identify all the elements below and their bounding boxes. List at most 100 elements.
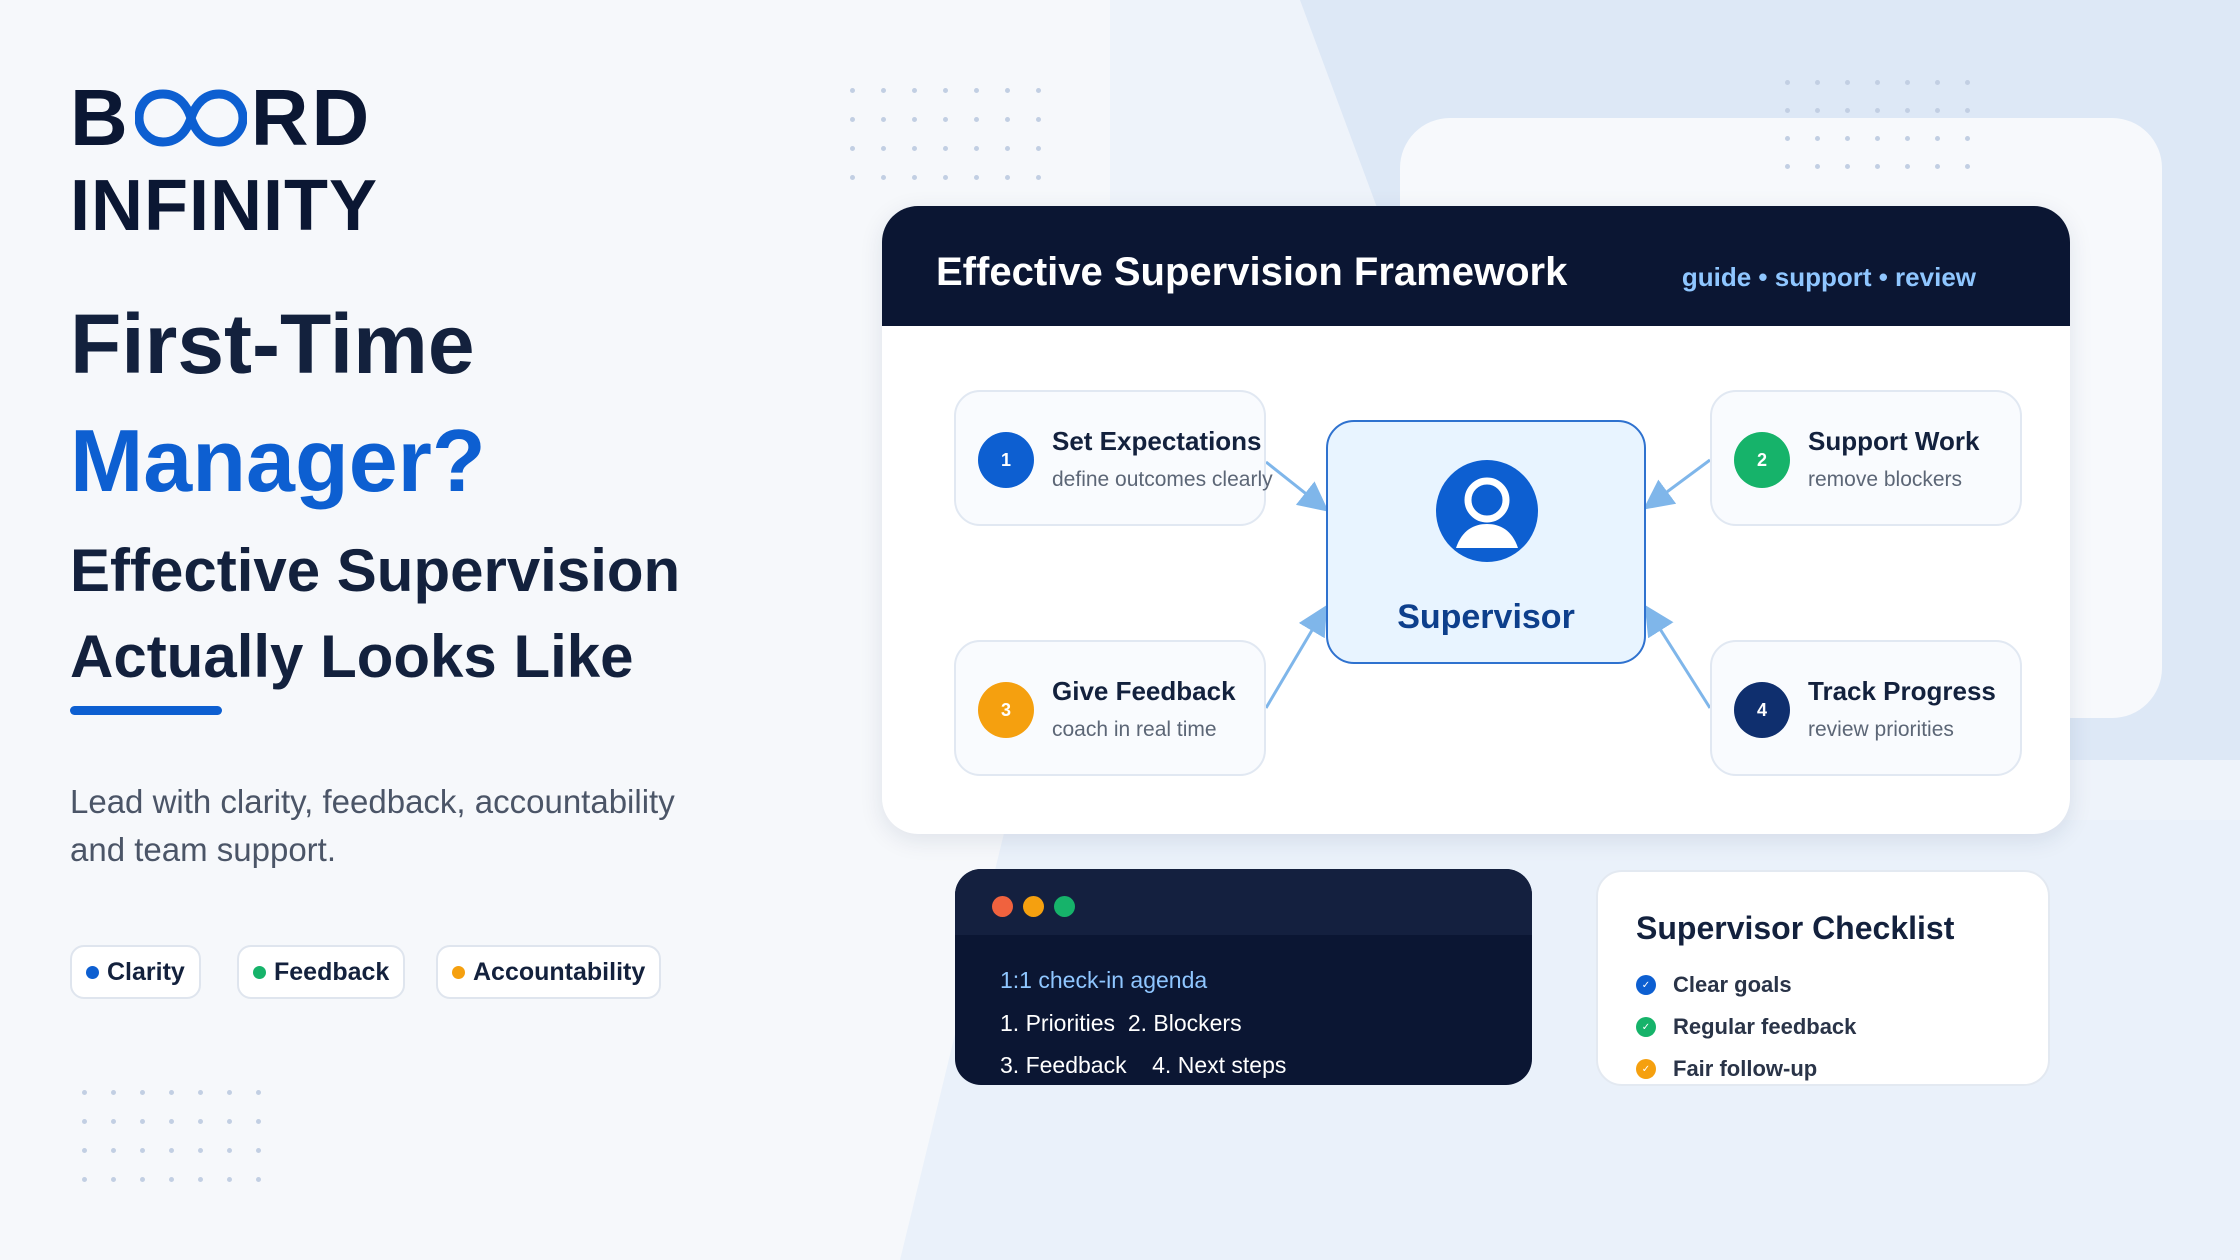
headline-subtitle: Effective Supervision Actually Looks Lik… <box>70 528 710 700</box>
dot <box>850 146 855 151</box>
dot <box>974 175 979 180</box>
pill-feedback: Feedback <box>237 945 406 999</box>
user-avatar-icon <box>1436 460 1538 562</box>
dot <box>140 1148 145 1153</box>
dot <box>140 1090 145 1095</box>
dot <box>1875 108 1880 113</box>
dot <box>256 1090 261 1095</box>
dot <box>256 1148 261 1153</box>
dot <box>1785 80 1790 85</box>
dot <box>1905 136 1910 141</box>
dot <box>82 1090 87 1095</box>
dot <box>850 175 855 180</box>
agenda-heading: 1:1 check-in agenda <box>1000 967 1208 993</box>
step-set-expectations: 1 Set Expectations define outcomes clear… <box>954 390 1273 526</box>
dot <box>1875 80 1880 85</box>
step-give-feedback: 3 Give Feedback coach in real time <box>954 640 1266 776</box>
pill-label: Feedback <box>274 957 390 986</box>
connector-arrows <box>1264 458 1712 709</box>
headline-manager: Manager? <box>70 411 486 510</box>
dot <box>256 1177 261 1182</box>
check-icon: ✓ <box>1636 975 1656 995</box>
pill-dot-icon <box>253 965 266 979</box>
dot <box>169 1148 174 1153</box>
logo-wordmark-top: B RD <box>70 78 378 158</box>
agenda-line: 3. Feedback 4. Next steps <box>1000 1052 1287 1078</box>
checklist-item-label: Fair follow-up <box>1673 1056 1818 1081</box>
dot <box>1875 164 1880 169</box>
pill-label: Clarity <box>107 957 185 986</box>
dot <box>111 1119 116 1124</box>
dot <box>912 175 917 180</box>
dot <box>227 1090 232 1095</box>
framework-title: Effective Supervision Framework <box>936 250 1568 294</box>
headline-subtitle-line: Actually Looks Like <box>70 623 634 690</box>
dot <box>169 1090 174 1095</box>
supervisor-label: Supervisor <box>1397 598 1575 636</box>
step-number-badge: 3 <box>978 682 1034 738</box>
framework-tagline: guide • support • review <box>1681 262 1976 292</box>
dot <box>198 1119 203 1124</box>
dot <box>881 146 886 151</box>
dot <box>1785 136 1790 141</box>
supervisor-node: Supervisor <box>1326 420 1646 664</box>
step-number-badge: 2 <box>1734 432 1790 488</box>
dot <box>111 1090 116 1095</box>
dot <box>1005 117 1010 122</box>
dot <box>850 88 855 93</box>
pill-dot-icon <box>86 965 99 979</box>
window-maximize-dot-icon <box>1054 896 1075 917</box>
agenda-line: 1. Priorities 2. Blockers <box>1000 1010 1242 1036</box>
dot <box>943 117 948 122</box>
dot <box>1036 88 1041 93</box>
dot <box>198 1148 203 1153</box>
dot <box>1845 80 1850 85</box>
step-support-work: 2 Support Work remove blockers <box>1710 390 2022 526</box>
step-title: Set Expectations <box>1052 426 1262 456</box>
step-title: Track Progress <box>1808 676 1996 706</box>
dot <box>1785 108 1790 113</box>
dot <box>1815 136 1820 141</box>
dot <box>1965 80 1970 85</box>
logo-wordmark-bottom: INFINITY <box>70 166 378 246</box>
dot <box>198 1090 203 1095</box>
dot <box>140 1177 145 1182</box>
dot <box>111 1177 116 1182</box>
dot <box>198 1177 203 1182</box>
dot <box>1036 146 1041 151</box>
dot-grid-decoration <box>82 1090 261 1182</box>
dot <box>82 1177 87 1182</box>
checklist-item: ✓ Regular feedback <box>1636 1014 1856 1040</box>
lead-text: Lead with clarity, feedback, accountabil… <box>70 783 675 868</box>
dot <box>1845 136 1850 141</box>
dot <box>1036 117 1041 122</box>
step-title: Give Feedback <box>1052 676 1236 706</box>
connector-arrow <box>1264 604 1328 709</box>
dot <box>169 1177 174 1182</box>
dot <box>1935 80 1940 85</box>
step-number-badge: 4 <box>1734 682 1790 738</box>
pill-accountability: Accountability <box>436 945 662 999</box>
step-subtitle: review priorities <box>1808 718 1954 741</box>
framework-card: Effective Supervision Framework guide • … <box>882 206 2070 834</box>
dot <box>881 117 886 122</box>
dot <box>881 175 886 180</box>
dot <box>227 1177 232 1182</box>
connector-arrow <box>1644 604 1712 709</box>
pill-label: Accountability <box>473 957 646 986</box>
dot <box>1845 164 1850 169</box>
connector-arrow <box>1643 458 1711 510</box>
dot <box>1005 146 1010 151</box>
dot <box>974 117 979 122</box>
dot <box>1785 164 1790 169</box>
dot <box>1965 164 1970 169</box>
logo-letters: RD <box>250 73 373 162</box>
checklist-item-label: Regular feedback <box>1673 1014 1857 1039</box>
framework-card-header: Effective Supervision Framework guide • … <box>882 206 2070 326</box>
window-titlebar <box>955 869 1532 935</box>
check-icon: ✓ <box>1636 1059 1656 1079</box>
dot <box>1875 136 1880 141</box>
dot <box>227 1148 232 1153</box>
dot <box>943 175 948 180</box>
dot <box>256 1119 261 1124</box>
